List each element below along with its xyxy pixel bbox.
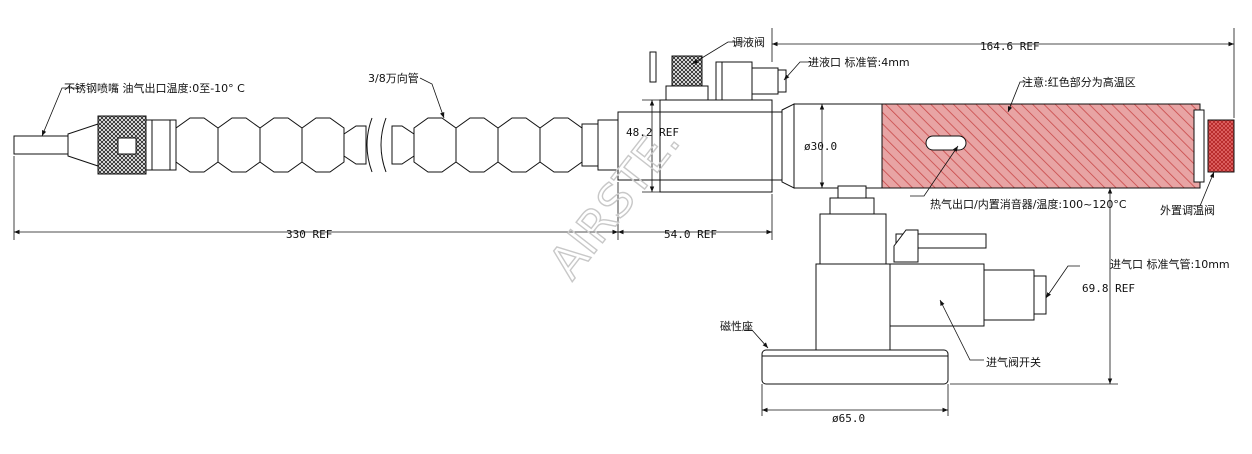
hot-air-slot xyxy=(925,135,967,151)
liquid-inlet-fitting xyxy=(715,61,787,101)
dim-diameter: ø30.0 xyxy=(804,140,837,153)
stainless-nozzle xyxy=(13,115,177,175)
dim-total-left: 330 REF xyxy=(286,228,332,241)
dimension-lines xyxy=(13,28,1235,416)
leader-lines xyxy=(41,41,1215,361)
label-hose: 3/8万向管 xyxy=(368,71,419,85)
label-valve: 调液阀 xyxy=(732,35,765,49)
dim-mid: 54.0 REF xyxy=(664,228,717,241)
hose-break-mark xyxy=(366,117,387,173)
label-hot-outlet: 热气出口/内置消音器/温度:100~120°C xyxy=(930,197,1127,211)
label-inlet-liquid: 进液口 标准管:4mm xyxy=(808,55,910,69)
label-air-switch: 进气阀开关 xyxy=(986,355,1041,369)
label-nozzle: 不锈钢喷嘴 油气出口温度:0至-10° C xyxy=(64,81,245,95)
main-body xyxy=(617,99,883,193)
hot-zone xyxy=(881,103,1205,189)
air-valve-stand xyxy=(815,185,1047,351)
dim-overall: 164.6 REF xyxy=(980,40,1040,53)
flex-hose xyxy=(175,117,619,173)
external-temp-valve xyxy=(1207,119,1235,173)
dim-vertical: 69.8 REF xyxy=(1082,282,1135,295)
dim-body-height: 48.2 REF xyxy=(626,126,679,139)
label-air-inlet: 进气口 标准气管:10mm xyxy=(1110,257,1230,271)
dim-base-diameter: ø65.0 xyxy=(832,412,865,425)
magnetic-base xyxy=(761,349,949,385)
label-ext-temp-valve: 外置调温阀 xyxy=(1160,203,1215,217)
label-note-red: 注意:红色部分为高温区 xyxy=(1022,75,1136,89)
label-magnetic-base: 磁性座 xyxy=(720,319,753,333)
